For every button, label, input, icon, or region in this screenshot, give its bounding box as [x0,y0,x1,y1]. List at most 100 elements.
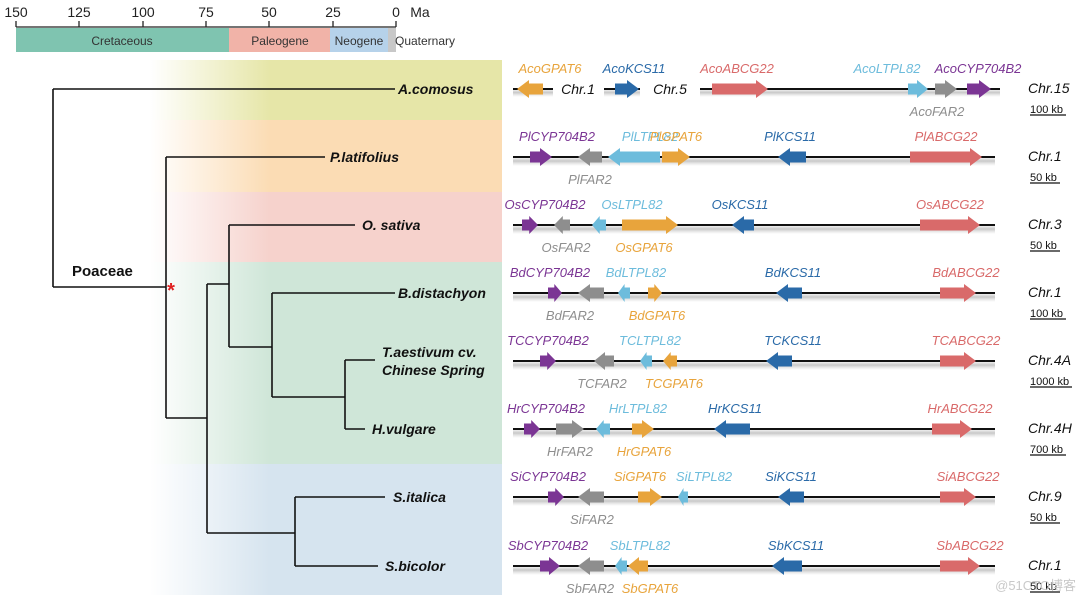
gene-arrow-gpat6 [622,216,678,234]
gene-label: AcoLTPL82 [853,61,922,76]
gene-arrow-far2 [935,80,957,98]
chromosome-label: Chr.1 [1028,557,1062,573]
gene-label: BdGPAT6 [629,308,686,323]
gene-label: OsLTPL82 [601,197,663,212]
gene-arrow-far2 [578,488,604,506]
scale-bar-label: 50 kb [1030,512,1057,524]
chromosome-shadow [513,496,995,506]
gene-arrow-abcg22 [920,216,980,234]
gene-arrow-far2 [594,352,614,370]
gene-label: SiFAR2 [570,512,615,527]
timescale-tick-label: 125 [67,4,91,20]
gene-label: HrCYP704B2 [507,401,586,416]
gene-arrow-abcg22 [712,80,768,98]
node-marker: * [167,280,175,302]
gene-label: PlFAR2 [568,172,613,187]
gene-label: AcoABCG22 [699,61,774,76]
species-label: P.latifolius [330,149,399,165]
gene-label: AcoFAR2 [909,104,965,119]
gene-label: OsGPAT6 [615,240,673,255]
gene-label: HrFAR2 [547,444,594,459]
gene-arrow-kcs11 [615,80,639,98]
gene-label: PlKCS11 [764,129,816,144]
gene-label: TCLTPL82 [619,333,682,348]
gene-arrow-cyp704b2 [530,148,552,166]
species-label: S.italica [393,489,446,505]
chromosome-shadow [700,88,1000,97]
gene-label: AcoKCS11 [602,61,666,76]
scale-bar-label: 50 kb [1030,240,1057,252]
phylogenetic-tree [52,88,395,567]
species-label: S.bicolor [385,558,446,574]
gene-label: SbGPAT6 [622,581,679,596]
gene-arrow-gpat6 [628,557,648,575]
gene-label: OsCYP704B2 [505,197,587,212]
gene-arrow-kcs11 [732,216,754,234]
chromosome-shadow [513,292,995,302]
era-segment [16,28,229,52]
scale-bar-label: 50 kb [1030,581,1057,593]
gene-label: HrGPAT6 [617,444,672,459]
era-label: Quaternary [395,34,455,48]
chromosome-shadow [513,156,995,166]
gene-label: SiLTPL82 [676,469,733,484]
gene-arrow-far2 [578,284,604,302]
timescale-unit: Ma [410,4,430,20]
gene-arrow-kcs11 [772,557,802,575]
gene-arrow-kcs11 [776,284,802,302]
era-label: Cretaceous [91,34,152,48]
gene-arrow-gpat6 [638,488,662,506]
gene-label: SbFAR2 [566,581,615,596]
gene-arrow-kcs11 [714,420,750,438]
gene-label: BdABCG22 [932,265,1000,280]
gene-label: HrLTPL82 [609,401,668,416]
chromosome-shadow [513,565,995,575]
gene-label: SiCYP704B2 [510,469,587,484]
band-fade [150,60,270,595]
gene-arrow-gpat6 [662,148,690,166]
timescale-tick-label: 0 [392,4,400,20]
scale-bar-label: 100 kb [1030,308,1063,320]
gene-arrow-cyp704b2 [540,557,560,575]
chromosome-shadow [513,360,995,370]
gene-arrow-cyp704b2 [548,284,562,302]
gene-label: BdCYP704B2 [510,265,591,280]
gene-label: BdLTPL82 [606,265,667,280]
gene-label: HrKCS11 [708,401,762,416]
gene-arrow-ltpl82 [640,352,652,370]
gene-label: AcoCYP704B2 [934,61,1022,76]
era-segment [229,28,330,52]
gene-arrow-far2 [578,557,604,575]
gene-arrow-gpat6 [517,80,543,98]
timescale-tick-label: 100 [131,4,155,20]
species-label: T.aestivum cv. [382,344,477,360]
species-label: O. sativa [362,217,421,233]
watermark: @51CTO博客 [995,578,1076,593]
gene-label: OsKCS11 [712,197,769,212]
gene-arrow-abcg22 [940,284,976,302]
timescale-tick-label: 150 [4,4,28,20]
chromosome-break-label: Chr.1 [561,81,595,97]
chromosome-label: Chr.1 [1028,284,1062,300]
gene-arrow-cyp704b2 [967,80,991,98]
gene-arrow-ltpl82 [678,488,688,506]
gene-label: TCABCG22 [932,333,1001,348]
species-label: B.distachyon [398,285,486,301]
timescale-tick-label: 25 [325,4,341,20]
era-label: Paleogene [251,34,309,48]
chromosome-label: Chr.1 [1028,148,1062,164]
gene-label: PlGPAT6 [650,129,703,144]
chromosome-label: Chr.4A [1028,352,1071,368]
gene-arrow-abcg22 [940,488,976,506]
gene-label: TCGPAT6 [645,376,704,391]
gene-arrow-kcs11 [778,148,806,166]
